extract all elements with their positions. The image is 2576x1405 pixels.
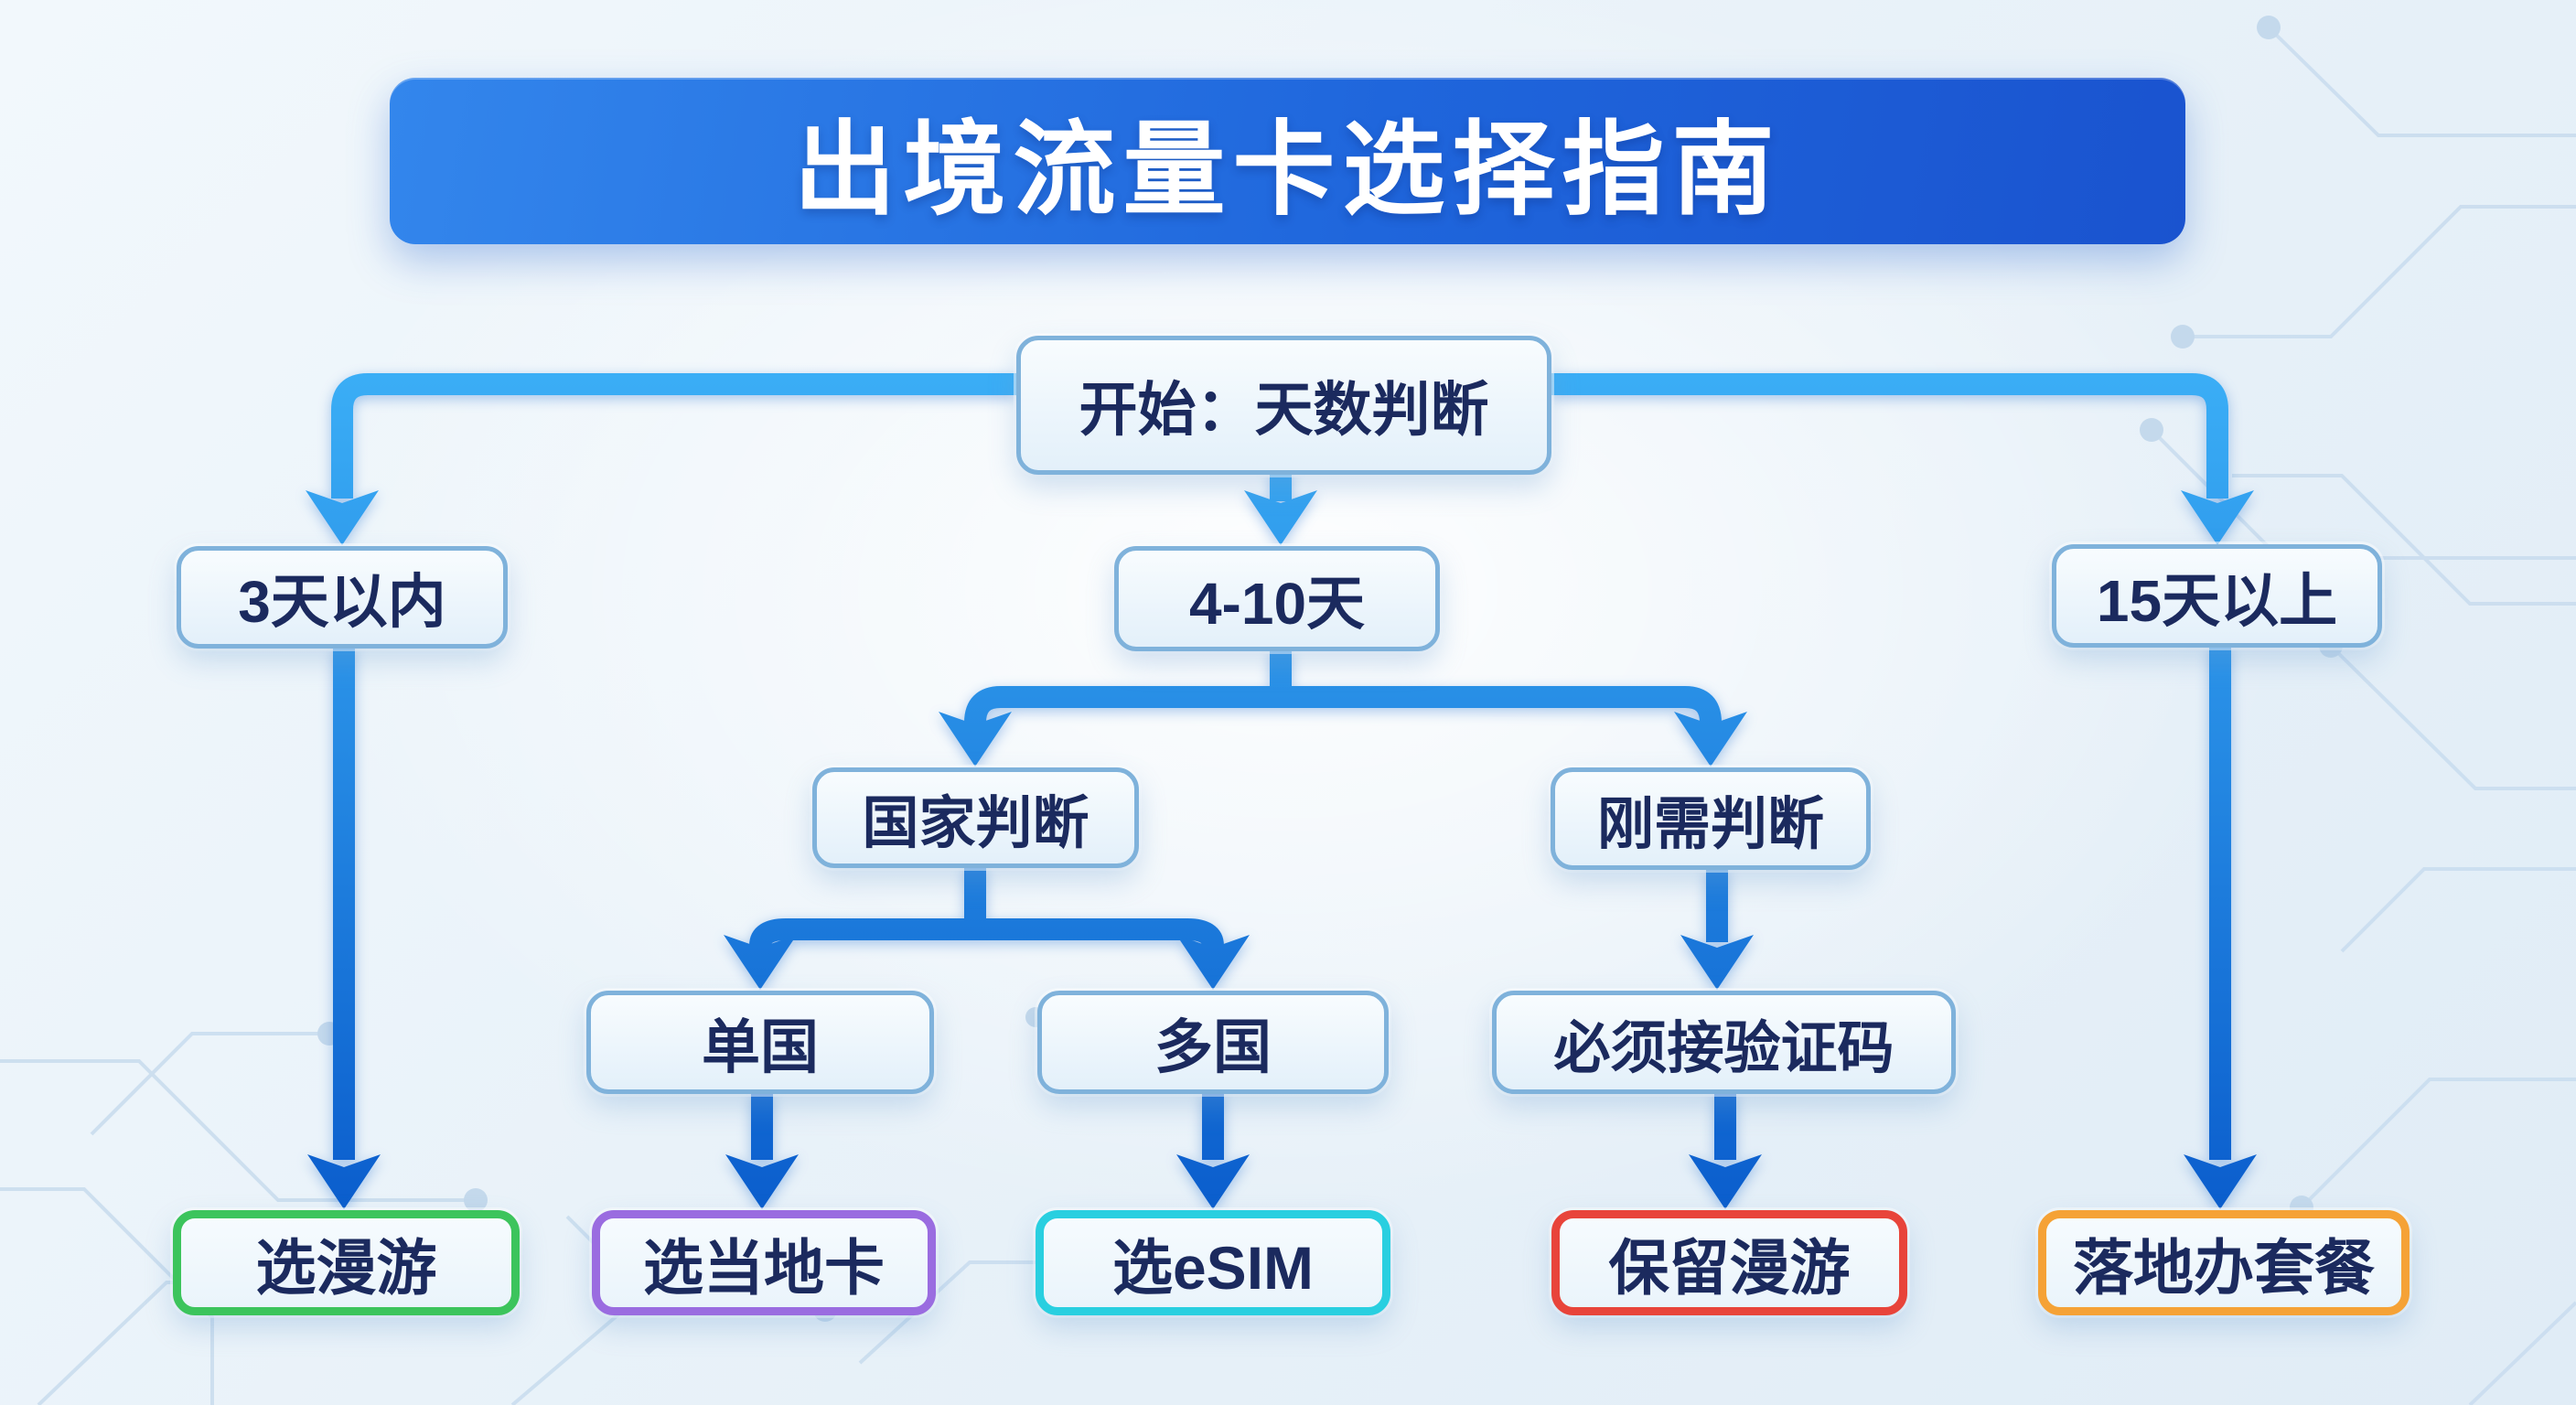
node-choose-local-card-label: 选当地卡 [643,1233,885,1302]
node-4-10-days: 4-10天 [1114,546,1440,651]
edge-country-split [749,918,1224,957]
node-multi-country-label: 多国 [1154,1014,1272,1080]
node-choose-roaming: 选漫游 [173,1210,520,1315]
node-multi-country: 多国 [1037,991,1389,1094]
node-keep-roaming: 保留漫游 [1551,1210,1907,1315]
node-choose-local-card: 选当地卡 [592,1210,936,1315]
node-landing-plan: 落地办套餐 [2038,1210,2410,1315]
node-single-country: 单国 [586,991,934,1094]
arrowheads [306,490,2257,1209]
edge-start-to-3days [331,373,1016,499]
edge-start-to-15days [1551,373,2228,499]
node-within-3-days-label: 3天以内 [238,569,446,635]
node-keep-roaming-label: 保留漫游 [1608,1233,1851,1302]
node-landing-plan-label: 落地办套餐 [2073,1233,2375,1302]
node-need-decision: 刚需判断 [1551,767,1871,870]
node-start: 开始：天数判断 [1016,336,1551,475]
node-choose-esim: 选eSIM [1036,1210,1390,1315]
node-4-10-days-label: 4-10天 [1188,570,1366,637]
node-over-15-days: 15天以上 [2052,544,2382,648]
node-must-receive-sms-label: 必须接验证码 [1553,1016,1894,1080]
page-title: 出境流量卡选择指南 [793,113,1782,227]
node-need-decision-label: 刚需判断 [1596,793,1824,856]
edge-410-split [964,686,1722,734]
node-within-3-days: 3天以内 [177,546,508,649]
title-banner: 出境流量卡选择指南 [390,78,2185,244]
node-country-decision-label: 国家判断 [862,792,1089,855]
node-single-country-label: 单国 [702,1014,819,1080]
node-start-label: 开始：天数判断 [1079,377,1489,443]
node-choose-roaming-label: 选漫游 [255,1233,437,1302]
node-country-decision: 国家判断 [812,767,1139,868]
node-must-receive-sms: 必须接验证码 [1492,991,1956,1094]
node-choose-esim-label: 选eSIM [1111,1233,1315,1302]
node-over-15-days-label: 15天以上 [2096,567,2338,634]
